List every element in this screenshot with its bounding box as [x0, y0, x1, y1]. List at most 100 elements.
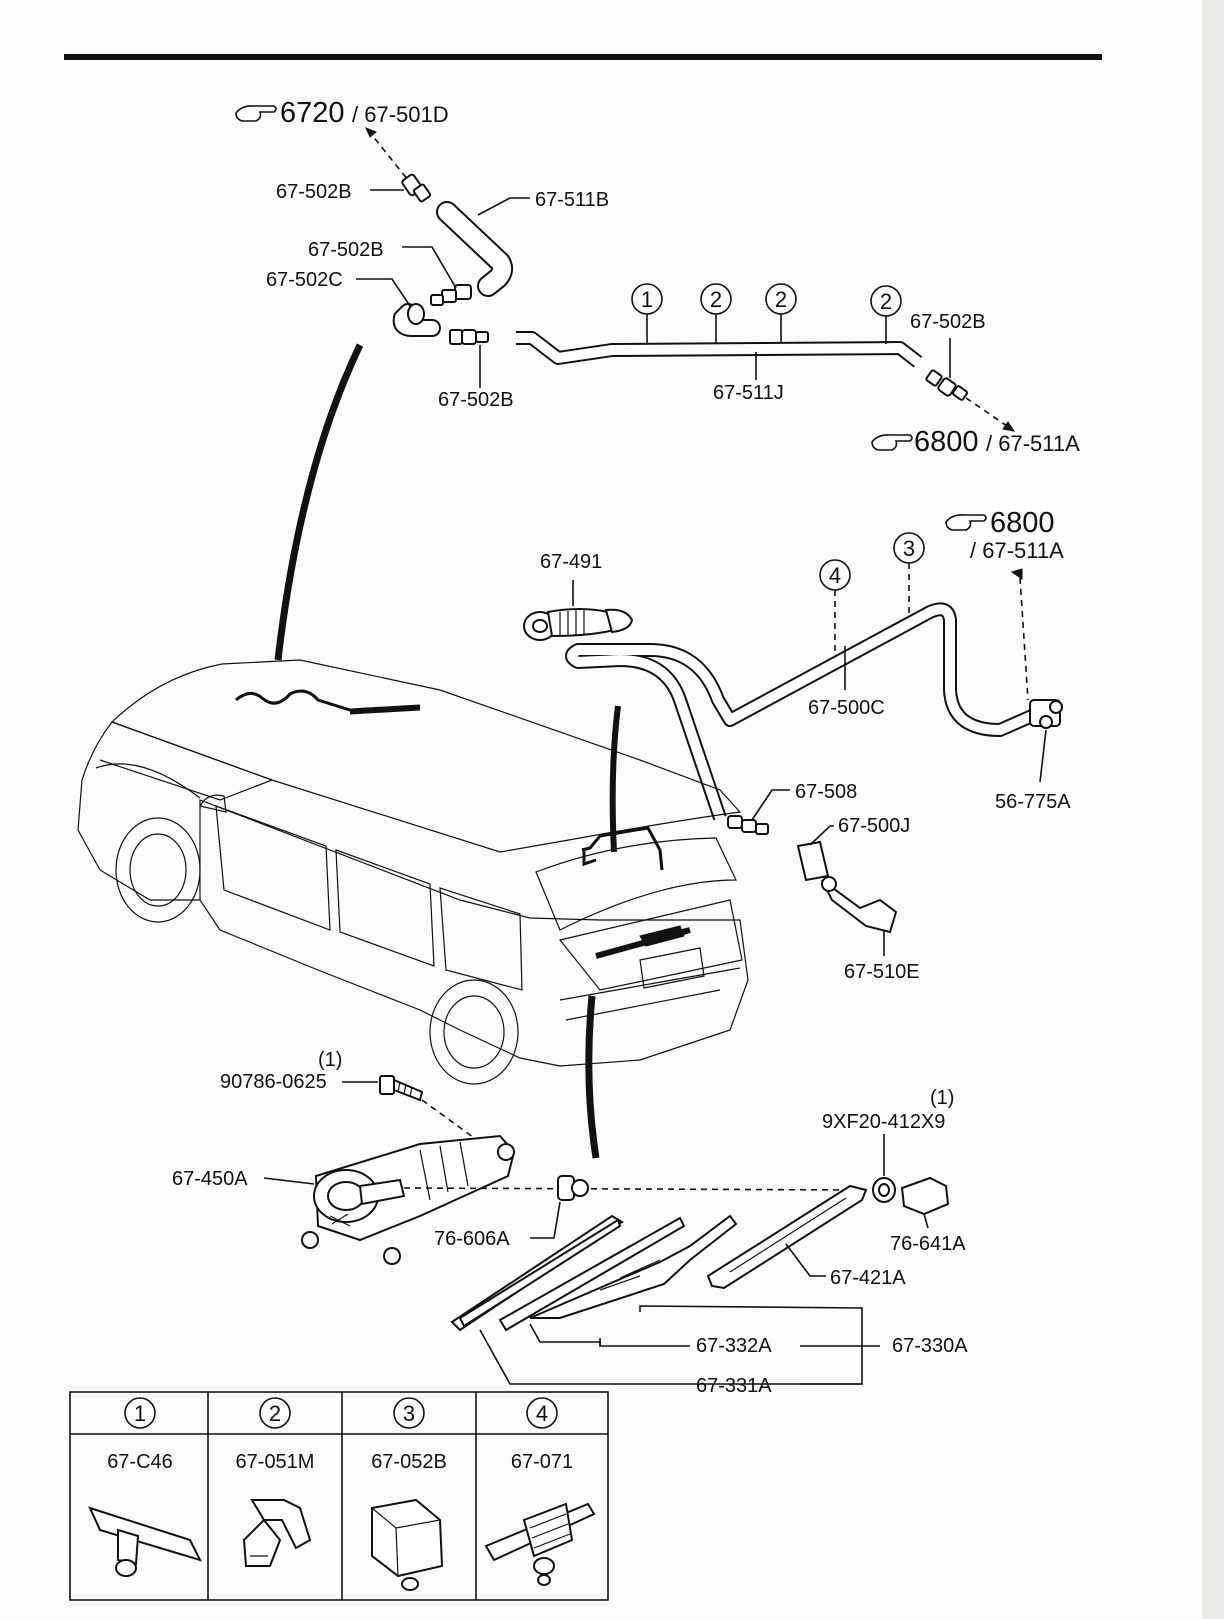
leader [529, 1323, 690, 1347]
label-67-491: 67-491 [540, 551, 602, 573]
pipe-67-511j [516, 333, 922, 366]
ref-top-code: / 67-501D [352, 102, 449, 127]
pointing-hand-icon [871, 434, 913, 451]
leader-dashed [1019, 577, 1029, 701]
joint-56-775a [1029, 699, 1063, 729]
arrowhead [1010, 568, 1023, 580]
leader [923, 1213, 929, 1229]
reference-top: 6720 / 67-501D [235, 97, 449, 129]
label-67-502b-3: 67-502B [438, 389, 514, 411]
pump-67-491 [523, 608, 634, 641]
svg-text:2: 2 [269, 1401, 281, 1426]
clip-marker-4: 4 [819, 559, 851, 656]
roof-hose [235, 689, 421, 712]
label-67-508: 67-508 [795, 781, 857, 803]
label-76-641a: 76-641A [890, 1233, 966, 1255]
pointing-hand-icon [945, 514, 987, 531]
svg-text:1: 1 [641, 287, 653, 312]
joint-502b-middle [430, 284, 472, 306]
connector-roof [274, 343, 364, 661]
leader [477, 197, 530, 216]
joint-502b-lower [449, 329, 489, 345]
wiper-assembly: (1) 90786-0625 67-450A 76-606A [172, 1049, 968, 1397]
header-rule [64, 54, 1102, 60]
ref-right1-code: / 67-511A [986, 431, 1080, 456]
connector-tailgate [609, 705, 621, 853]
ref-right1-num: 6800 [914, 426, 979, 458]
svg-text:2: 2 [880, 289, 892, 314]
clip-col-1: 1 67-C46 [88, 1397, 202, 1577]
label-bolt-qty: (1) [318, 1049, 342, 1071]
joint-67-508 [727, 815, 769, 835]
label-9xf20-412x9: 9XF20-412X9 [822, 1111, 945, 1133]
joint-502b-right [925, 369, 968, 401]
label-56-775a: 56-775A [995, 791, 1071, 813]
leader [263, 1177, 315, 1185]
leader-dashed [367, 129, 409, 181]
pointing-hand-icon [235, 105, 277, 122]
tailgate-hose [581, 826, 664, 871]
clip-marker-2c: 2 [870, 285, 902, 344]
hose-67-500c [567, 604, 1035, 820]
svg-text:2: 2 [775, 287, 787, 312]
arrowhead [365, 127, 377, 138]
leader [785, 1243, 826, 1277]
label-67-511b: 67-511B [535, 189, 609, 211]
label-67-331a: 67-331A [696, 1375, 772, 1397]
label-67-502b-4: 67-502B [910, 311, 986, 333]
svg-text:3: 3 [903, 536, 915, 561]
label-67-332a: 67-332A [696, 1335, 772, 1357]
leader [530, 1201, 561, 1239]
hose-67-500j [796, 840, 830, 882]
clip-marker-1: 1 [631, 283, 663, 344]
ref-right2-code: / 67-511A [970, 538, 1064, 563]
clip-marker-2a: 2 [700, 283, 732, 344]
leader-dashed [965, 397, 1011, 429]
label-67-450a: 67-450A [172, 1168, 248, 1190]
label-67-500c: 67-500C [808, 697, 885, 719]
nozzle-67-510e [821, 876, 898, 934]
joint-502b-top [401, 173, 432, 203]
label-nut-qty: (1) [930, 1087, 954, 1109]
ref-top-num: 6720 [280, 97, 345, 129]
clip-part-67-071: 67-071 [511, 1451, 573, 1473]
wiper-blade-67-330a [450, 1214, 738, 1332]
clip-part-67-051m: 67-051M [236, 1451, 315, 1473]
cover-76-641a [900, 1176, 950, 1216]
label-90786-0625: 90786-0625 [220, 1071, 327, 1093]
label-67-502b-1: 67-502B [276, 181, 352, 203]
connector-motor [585, 995, 600, 1159]
rear-hose-assembly: 6800 / 67-511A 67-491 67-500C 4 3 [523, 507, 1071, 983]
cap-76-606a [557, 1175, 589, 1201]
clip-col-2: 2 67-051M [236, 1397, 315, 1567]
clip-67-052b-icon [371, 1498, 444, 1578]
clip-col-3: 3 67-052B [371, 1397, 447, 1591]
clip-reference-table: 1 67-C46 2 67-051M 3 67-052B 4 67-071 [69, 1391, 609, 1601]
label-76-606a: 76-606A [434, 1228, 510, 1250]
clip-marker-2b: 2 [765, 283, 797, 344]
reference-right-2: 6800 / 67-511A [945, 507, 1064, 563]
leader [809, 825, 834, 846]
clip-part-67-c46: 67-C46 [107, 1451, 173, 1473]
label-67-421a: 67-421A [830, 1267, 906, 1289]
label-67-510e: 67-510E [844, 961, 920, 983]
wiper-arm-67-421a [706, 1184, 868, 1290]
leader [402, 246, 457, 289]
leader [751, 789, 790, 821]
clip-67-c46-icon [88, 1506, 202, 1562]
clip-col-4: 4 67-071 [484, 1397, 596, 1586]
arrowhead [1002, 421, 1016, 432]
svg-text:1: 1 [134, 1401, 146, 1426]
vehicle-outline [77, 659, 749, 1085]
label-67-502c: 67-502C [266, 269, 343, 291]
label-67-511j: 67-511J [713, 382, 784, 404]
page-edge [1202, 0, 1224, 1619]
bolt-90786-0625 [379, 1075, 424, 1102]
leader [1039, 729, 1047, 783]
hose-67-511b [438, 203, 512, 295]
svg-text:4: 4 [536, 1401, 548, 1426]
label-67-500j: 67-500J [838, 815, 910, 837]
wiper-motor-67-450a [301, 1134, 516, 1265]
elbow-67-502c [394, 305, 439, 335]
